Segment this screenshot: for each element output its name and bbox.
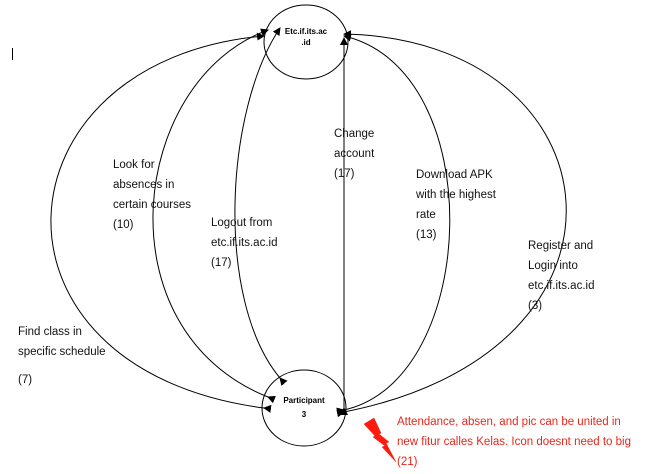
edge-register xyxy=(336,30,567,418)
edge-label-line: Change xyxy=(334,128,375,140)
edge-label-count: (3) xyxy=(528,300,543,312)
edge-label-line: with the highest xyxy=(416,189,496,201)
edge-label-count: (17) xyxy=(334,168,355,180)
annotation-count: (21) xyxy=(397,456,418,468)
edge-label-count: (7) xyxy=(18,374,33,386)
edge-label-line: etc.if.its.ac.id xyxy=(528,280,595,292)
edge-label-logout: Logout from etc.if.its.ac.id (17) xyxy=(211,213,277,273)
edge-download-apk xyxy=(336,33,451,416)
node-participant-line2: 3 xyxy=(301,410,307,419)
edge-label-count: (17) xyxy=(211,257,232,269)
lightning-bolt-icon xyxy=(363,417,397,463)
annotation-line: Attendance, absen, and pic can be united… xyxy=(397,416,621,428)
edge-label-absences: Look for absences in certain courses (10… xyxy=(113,155,191,235)
node-site-line2: .id xyxy=(301,38,311,47)
edge-label-line: specific schedule xyxy=(18,346,106,358)
edge-label-change-account: Change account (17) xyxy=(334,124,374,184)
edge-label-count: (10) xyxy=(113,219,134,231)
node-site-line1: Etc.if.its.ac xyxy=(284,27,328,36)
edge-label-line: absences in xyxy=(113,179,175,191)
edge-label-register: Register and Login into etc.if.its.ac.id… xyxy=(528,236,594,316)
annotation-line: new fitur calles Kelas. Icon doesnt need… xyxy=(397,436,631,448)
edge-label-line: Download APK xyxy=(416,169,493,181)
text-cursor xyxy=(12,48,13,60)
edge-label-line: account xyxy=(334,148,375,160)
annotation-note: Attendance, absen, and pic can be united… xyxy=(397,412,631,472)
edge-logout xyxy=(234,27,288,386)
edge-label-line: rate xyxy=(416,209,436,221)
edge-find-class xyxy=(50,32,272,413)
node-site: Etc.if.its.ac .id xyxy=(264,26,348,48)
edge-label-line: etc.if.its.ac.id xyxy=(211,237,278,249)
edge-label-line: Look for xyxy=(113,159,155,171)
edge-label-download-apk: Download APK with the highest rate (13) xyxy=(416,165,496,245)
edge-label-find-class: Find class in specific schedule (7) xyxy=(18,322,106,390)
node-participant: Participant 3 xyxy=(262,394,346,422)
edge-absences xyxy=(152,28,276,404)
edge-label-line: Logout from xyxy=(211,217,273,229)
edge-label-line: Register and xyxy=(528,240,594,252)
edge-label-count: (13) xyxy=(416,229,437,241)
node-participant-line1: Participant xyxy=(283,396,325,405)
edge-label-line: Login into xyxy=(528,260,578,272)
edge-label-line: certain courses xyxy=(113,199,191,211)
edge-label-line: Find class in xyxy=(18,326,82,338)
